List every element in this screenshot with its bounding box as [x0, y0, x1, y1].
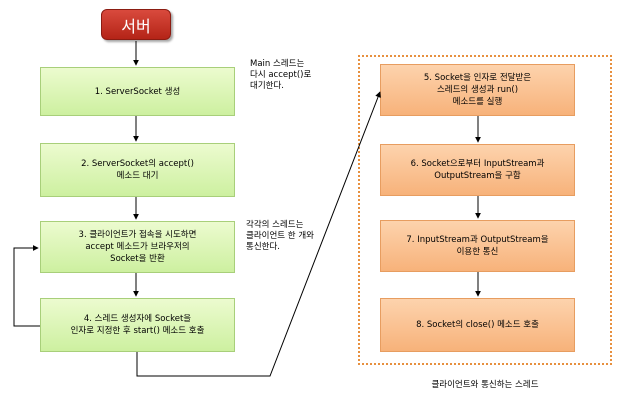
server-title-badge: 서버: [101, 9, 171, 40]
arrow-step4-loop-to-step3: [13, 245, 40, 327]
server-step-4: 4. 스레드 생성자에 Socket을 인자로 지정한 후 start() 메소…: [40, 298, 235, 352]
thread-step-6: 6. Socket으로부터 InputStream과 OutputStream을…: [380, 144, 575, 196]
server-step-2: 2. ServerSocket의 accept() 메소드 대기: [40, 143, 235, 197]
each-thread-note: 각각의 스레드는 클라이언트 한 개와 통신한다.: [246, 220, 314, 252]
thread-group-border: [358, 55, 612, 365]
thread-step-7: 7. InputStream과 OutputStream을 이용한 통신: [380, 220, 575, 272]
thread-group-caption: 클라이언트와 통신하는 스레드: [431, 380, 539, 390]
main-thread-note: Main 스레드는 다시 accept()로 대기한다.: [250, 59, 312, 91]
server-step-1: 1. ServerSocket 생성: [40, 67, 235, 116]
thread-step-5: 5. Socket을 인자로 전달받은 스레드의 생성과 run() 메소드를 …: [380, 64, 575, 116]
thread-step-8: 8. Socket의 close() 메소드 호출: [380, 298, 575, 352]
arrow-step4-to-thread: [136, 91, 381, 377]
server-step-3: 3. 클라이언트가 접속을 시도하면 accept 메소드가 브라우저의 Soc…: [40, 221, 235, 273]
